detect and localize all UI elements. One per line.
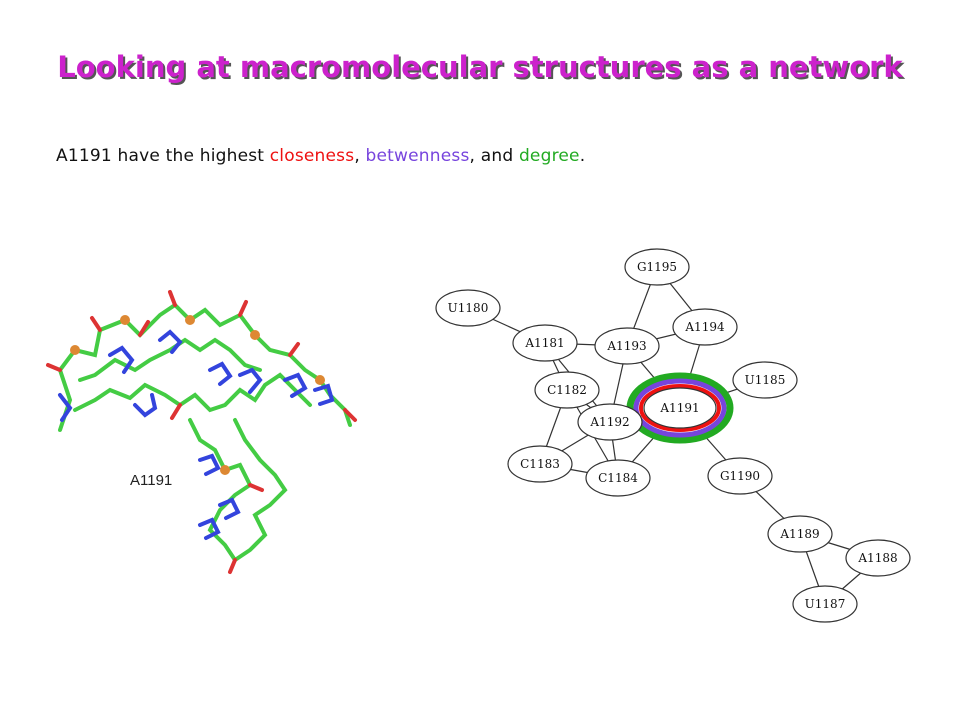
node-label: U1185 bbox=[745, 373, 786, 387]
node-A1192: A1192 bbox=[577, 403, 643, 441]
node-A1181: A1181 bbox=[512, 324, 578, 362]
subtitle-sep1: , bbox=[354, 146, 366, 166]
node-A1189: A1189 bbox=[767, 515, 833, 553]
node-label: A1193 bbox=[606, 339, 646, 353]
node-label: G1195 bbox=[637, 260, 677, 274]
node-ellipse bbox=[435, 289, 501, 327]
node-A1188: A1188 bbox=[845, 539, 911, 577]
node-ellipse bbox=[672, 308, 738, 346]
node-ellipse bbox=[534, 371, 600, 409]
node-ellipse bbox=[643, 387, 717, 429]
node-A1194: A1194 bbox=[672, 308, 738, 346]
node-ellipse bbox=[845, 539, 911, 577]
node-G1195: G1195 bbox=[624, 248, 690, 286]
node-ellipse bbox=[577, 403, 643, 441]
node-C1182: C1182 bbox=[534, 371, 600, 409]
node-C1184: C1184 bbox=[585, 459, 651, 497]
node-ellipse bbox=[767, 515, 833, 553]
subtitle-suffix: . bbox=[579, 146, 586, 166]
node-ellipse bbox=[624, 248, 690, 286]
node-label: G1190 bbox=[720, 469, 760, 483]
molecule-stick-model bbox=[46, 290, 357, 574]
node-ellipse bbox=[732, 361, 798, 399]
node-U1180: U1180 bbox=[435, 289, 501, 327]
node-G1190: G1190 bbox=[707, 457, 773, 495]
page-title: Looking at macromolecular structures as … bbox=[57, 50, 903, 84]
node-ellipse bbox=[585, 459, 651, 497]
node-ellipse bbox=[512, 324, 578, 362]
node-label: C1183 bbox=[520, 457, 560, 471]
closeness-word: closeness bbox=[269, 146, 355, 166]
node-label: A1192 bbox=[589, 415, 629, 429]
subtitle-sep2: , and bbox=[469, 146, 519, 166]
subtitle: A1191 have the highest closeness, betwen… bbox=[56, 146, 585, 166]
node-label: A1189 bbox=[779, 527, 819, 541]
subtitle-prefix: A1191 have the highest bbox=[56, 146, 270, 166]
node-label: U1180 bbox=[448, 301, 489, 315]
node-label: U1187 bbox=[805, 597, 846, 611]
node-U1185: U1185 bbox=[732, 361, 798, 399]
node-ellipse bbox=[507, 445, 573, 483]
node-ellipse bbox=[594, 327, 660, 365]
node-label: C1184 bbox=[598, 471, 638, 485]
node-A1193: A1193 bbox=[594, 327, 660, 365]
betweenness-word: betwenness bbox=[365, 146, 470, 166]
node-label: A1194 bbox=[684, 320, 725, 334]
molecule-label: A1191 bbox=[130, 472, 173, 489]
node-ellipse bbox=[792, 585, 858, 623]
node-C1183: C1183 bbox=[507, 445, 573, 483]
degree-word: degree bbox=[518, 146, 580, 166]
node-label: C1182 bbox=[547, 383, 587, 397]
node-label: A1181 bbox=[524, 336, 564, 350]
node-ellipse bbox=[707, 457, 773, 495]
node-label: A1188 bbox=[857, 551, 897, 565]
node-label: A1191 bbox=[659, 401, 699, 415]
node-A1191: A1191 bbox=[643, 387, 717, 429]
node-U1187: U1187 bbox=[792, 585, 858, 623]
